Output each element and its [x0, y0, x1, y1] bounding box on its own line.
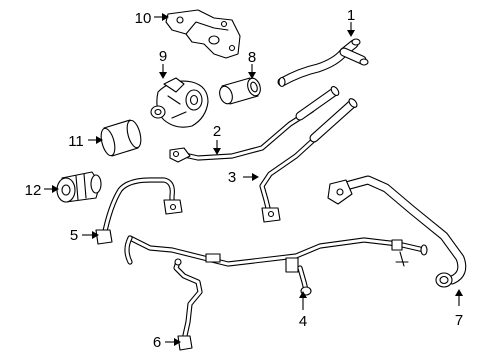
callout-10: 10	[135, 10, 169, 27]
callout-label-7: 7	[455, 312, 463, 329]
part-7-line	[124, 175, 467, 296]
part-12-connector	[56, 171, 102, 203]
callout-label-1: 1	[347, 7, 355, 24]
callout-3: 3	[228, 169, 259, 186]
callout-label-10: 10	[135, 10, 152, 27]
callout-label-11: 11	[68, 133, 84, 150]
callout-5: 5	[70, 227, 99, 244]
callout-7: 7	[455, 289, 463, 329]
callout-12: 12	[25, 182, 59, 199]
callout-label-4: 4	[299, 313, 307, 330]
part-9-pump	[150, 77, 209, 128]
part-10-bracket	[165, 9, 241, 59]
callout-1: 1	[347, 7, 355, 37]
callout-6: 6	[153, 334, 181, 351]
part-8-sleeve	[219, 77, 261, 105]
callout-11: 11	[68, 133, 103, 150]
callout-label-12: 12	[25, 182, 42, 199]
callout-label-9: 9	[159, 48, 167, 65]
callout-9: 9	[159, 48, 167, 79]
callout-label-8: 8	[248, 49, 256, 66]
part-11-bushing	[100, 119, 142, 157]
callout-2: 2	[213, 123, 221, 155]
callout-label-2: 2	[213, 123, 221, 140]
part-3-line	[259, 98, 358, 223]
part-2-line	[169, 86, 340, 163]
callout-label-6: 6	[153, 334, 161, 351]
callout-label-3: 3	[228, 169, 236, 186]
callout-4: 4	[299, 291, 307, 330]
callout-8: 8	[248, 49, 256, 79]
part-5-line	[95, 177, 183, 245]
part-6-line	[173, 258, 203, 351]
callout-label-5: 5	[70, 227, 78, 244]
part-1-hose	[277, 38, 369, 88]
